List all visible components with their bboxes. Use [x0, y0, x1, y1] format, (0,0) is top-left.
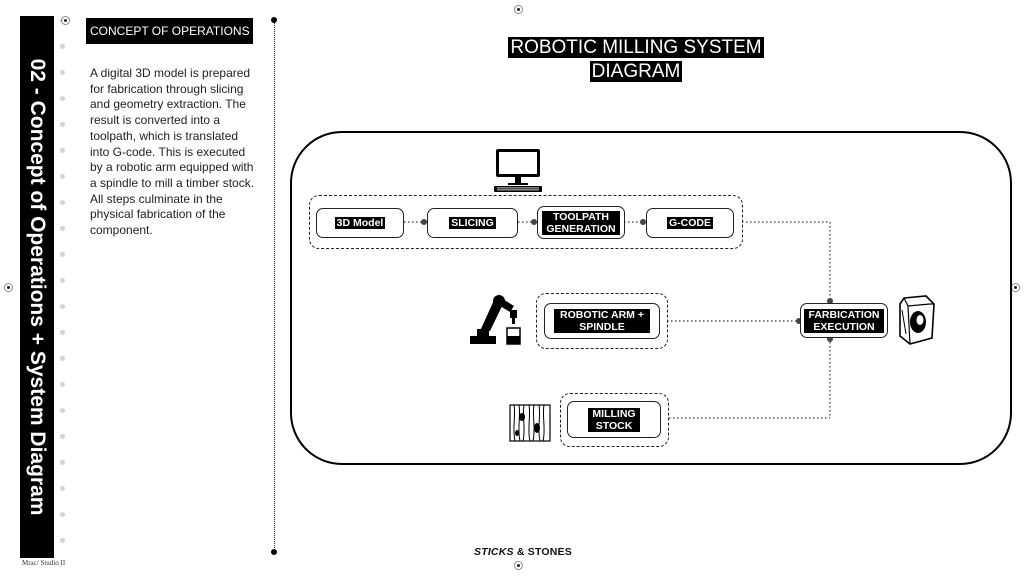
diagram-title: ROBOTIC MILLING SYSTEM DIAGRAM [498, 36, 774, 84]
section-body: A digital 3D model is prepared for fabri… [90, 66, 255, 238]
registration-mark [514, 561, 523, 570]
footer-brand-stones: STONES [527, 546, 572, 558]
diagram-title-line1: ROBOTIC MILLING SYSTEM [508, 37, 764, 58]
robotic-arm-icon [470, 295, 521, 345]
connector-node [531, 219, 537, 225]
sidebar-dots [60, 18, 68, 558]
sidebar-title-bar [20, 16, 54, 558]
step-milling-stock: MILLING STOCK [567, 401, 661, 438]
step-3d-model-label: 3D Model [334, 217, 386, 229]
sidebar-footer: Mrac/ Studio II [22, 559, 66, 567]
divider-endpoint [271, 549, 277, 555]
connector-node [827, 298, 833, 304]
step-toolpath-generation: TOOLPATH GENERATION [537, 206, 625, 239]
footer-brand-amp: & [513, 546, 528, 558]
connector-node [421, 219, 427, 225]
fabricated-part-icon [899, 295, 935, 345]
computer-monitor-icon [494, 149, 542, 192]
footer-brand: STICKS & STONES [474, 546, 572, 558]
digital-pipeline-group [309, 195, 743, 249]
registration-mark [514, 5, 523, 14]
footer-brand-sticks: STICKS [474, 546, 514, 558]
diagram-title-line2: DIAGRAM [589, 61, 683, 82]
step-milling-stock-label: MILLING STOCK [588, 407, 640, 432]
connector-node [827, 336, 833, 342]
stock-group [560, 393, 669, 447]
connector-node [640, 219, 646, 225]
registration-mark [61, 16, 70, 25]
step-slicing: SLICING [427, 208, 518, 238]
step-execution-label: FARBICATION EXECUTION [804, 308, 884, 333]
timber-stock-icon [509, 404, 551, 442]
section-label: CONCEPT OF OPERATIONS [86, 18, 253, 44]
divider-endpoint [271, 17, 277, 23]
step-g-code: G-CODE [646, 208, 734, 238]
robot-group [536, 293, 668, 349]
divider-line [274, 20, 275, 552]
registration-mark [4, 283, 13, 292]
step-g-code-label: G-CODE [667, 217, 713, 229]
step-robotic-arm-label: ROBOTIC ARM + SPINDLE [554, 309, 650, 333]
step-robotic-arm: ROBOTIC ARM + SPINDLE [544, 303, 660, 339]
diagram-frame [290, 131, 1012, 465]
step-fabrication-execution: FARBICATION EXECUTION [800, 303, 888, 338]
step-slicing-label: SLICING [449, 217, 496, 229]
step-3d-model: 3D Model [316, 208, 404, 238]
step-toolpath-label: TOOLPATH GENERATION [542, 210, 620, 235]
connector-node [796, 318, 802, 324]
